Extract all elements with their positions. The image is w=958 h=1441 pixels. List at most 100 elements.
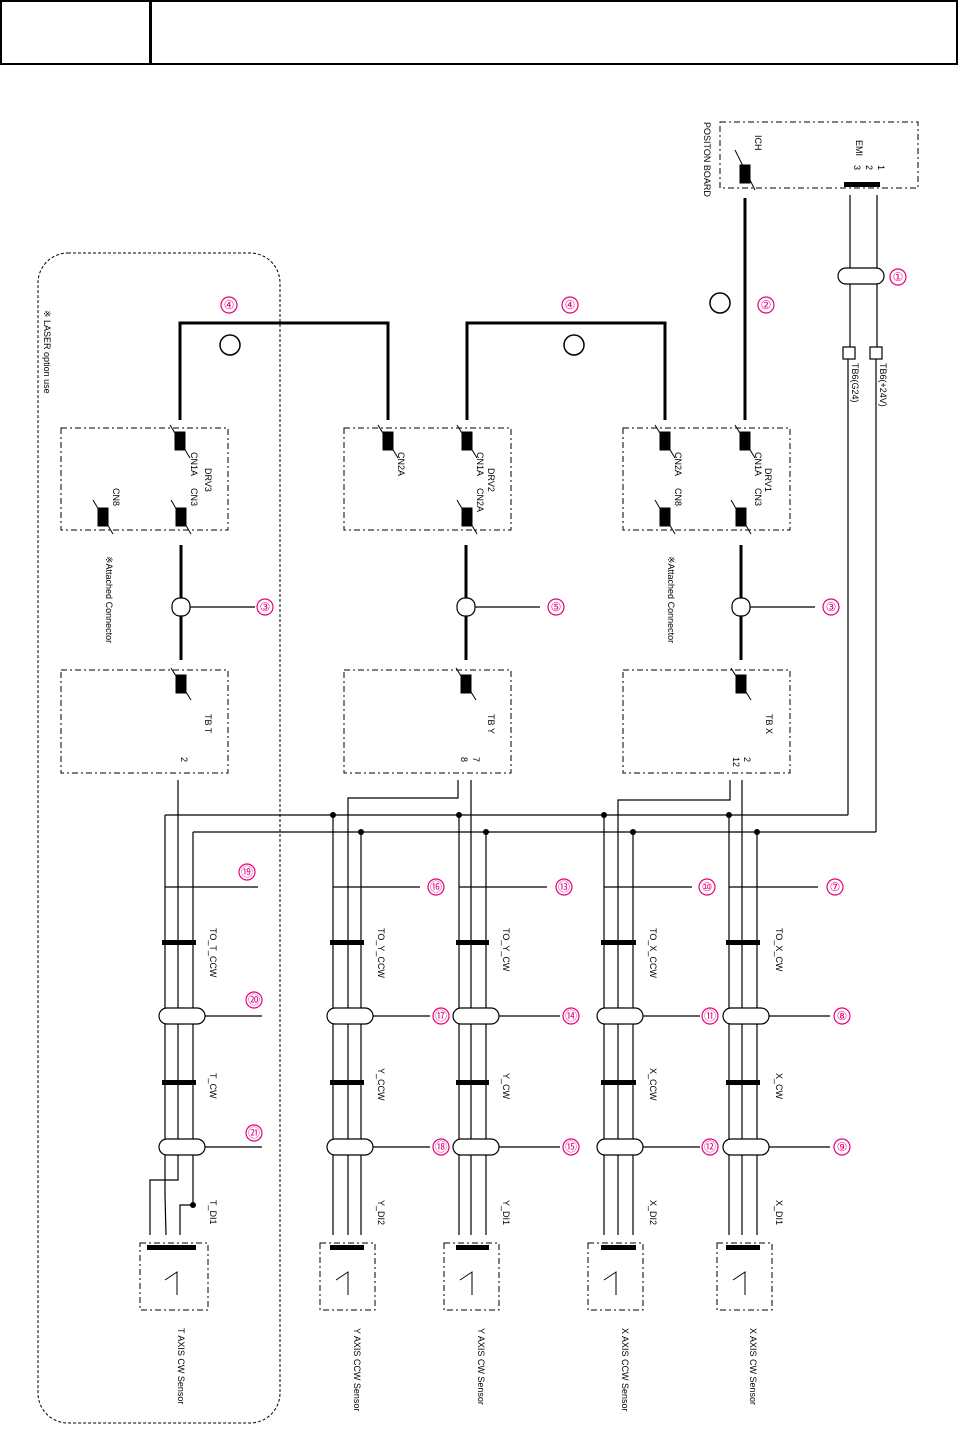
sensor-x-ccw-box (587, 1242, 644, 1311)
tby-box (343, 669, 512, 774)
drv2-cn1a: CN1A (475, 452, 485, 476)
sensor-x-cw-box (716, 1242, 773, 1311)
callout-3a: ③ (826, 600, 837, 614)
callout-2: ② (761, 298, 772, 312)
ich-label: ICH (753, 135, 763, 151)
drv2-label: DRV2 (486, 468, 496, 492)
drv1-cn3: CN3 (753, 488, 763, 506)
drv1-box (622, 427, 791, 531)
position-board-box (719, 121, 919, 189)
sensor-y-cw-label: Y AXIS CW Sensor (476, 1328, 486, 1405)
emi-pin-3: 3 (852, 165, 862, 170)
drv2-cn3: CN2A (475, 488, 485, 512)
callout-16: ⑯ (430, 880, 442, 894)
laser-note: ※ LASER option use (42, 310, 52, 394)
cable-4-drv1-drv2 (465, 321, 667, 420)
callout-9: ⑨ (837, 1140, 848, 1154)
drv2-box (343, 427, 512, 531)
branch-y-cw-end: Y_DI1 (501, 1200, 511, 1225)
header-table (0, 0, 958, 68)
callout-7: ⑦ (830, 880, 841, 894)
callout-20: ⑳ (248, 993, 260, 1007)
branch-x-cw-to: TO_X_CW (774, 928, 784, 972)
callout-ring-17 (432, 1007, 450, 1025)
callout-12: ⑫ (704, 1140, 716, 1154)
sensor-y-ccw-label: Y AXIS CCW Sensor (352, 1328, 362, 1411)
callout-18: ⑱ (435, 1140, 447, 1154)
callout-ring-10 (698, 878, 716, 896)
tbt-pin-2: 2 (179, 757, 189, 762)
emi-label: EMI (854, 140, 864, 156)
callout-ring-4b (220, 296, 238, 314)
drv1-cn2a: CN2A (673, 452, 683, 476)
drv2-cn2a: CN2A (396, 452, 406, 476)
callout-3b: ③ (260, 600, 271, 614)
branch-t-end: T_DI1 (208, 1200, 218, 1225)
emi-pin-1: 1 (876, 165, 886, 170)
branch-x-cw-end: X_DI1 (774, 1200, 784, 1225)
signal-symbol-4b (219, 334, 241, 356)
callout-17: ⑰ (435, 1009, 447, 1023)
callout-ring-14 (562, 1007, 580, 1025)
tby-pin-8: 8 (459, 757, 469, 762)
callout-ring-16 (427, 878, 445, 896)
callout-15: ⑮ (565, 1140, 577, 1154)
tb6-g24-label: TB6(G24) (850, 363, 860, 403)
emi-pin-2: 2 (864, 165, 874, 170)
signal-symbol-2 (709, 292, 731, 314)
branch-y-cw-to: TO_Y_CW (501, 928, 511, 972)
tby-label: TB Y (486, 714, 496, 734)
callout-ring-9 (833, 1138, 851, 1156)
callout-ring-4a (561, 296, 579, 314)
callout-10: ⑩ (702, 880, 713, 894)
callout-14: ⑭ (565, 1009, 577, 1023)
drv3-cn1a: CN1A (189, 452, 199, 476)
signal-symbol-4a (563, 334, 585, 356)
tbt-label: TB T (203, 714, 213, 734)
callout-8: ⑧ (837, 1009, 848, 1023)
callout-ring-7 (826, 878, 844, 896)
callout-ring-21 (245, 1124, 263, 1142)
branch-x-ccw-to: TO_X_CCW (648, 928, 658, 978)
callout-ring-8 (833, 1007, 851, 1025)
sensor-y-ccw-box (319, 1242, 376, 1311)
header-cell-right (149, 0, 958, 65)
callout-ring-1 (889, 268, 907, 286)
branch-x-ccw-mid: X_CCW (648, 1068, 658, 1101)
drv3-cn8: CN8 (111, 488, 121, 506)
branch-y-ccw-to: TO_Y_CCW (376, 928, 386, 978)
callout-19: ⑲ (241, 865, 253, 879)
branch-t-to: TO_T_CCW (208, 928, 218, 978)
branch-y-ccw-mid: Y_CCW (376, 1068, 386, 1101)
callout-ring-5 (547, 598, 565, 616)
callout-ring-12 (701, 1138, 719, 1156)
callout-21: ㉑ (248, 1126, 260, 1140)
tbx-box (622, 669, 791, 774)
callout-13: ⑬ (558, 880, 570, 894)
position-board-label: POSITON BOARD (702, 122, 712, 197)
sensor-t-cw-box (139, 1242, 209, 1311)
branch-t-mid: T_CW (208, 1073, 218, 1099)
sensor-x-cw-label: X AXIS CW Sensor (748, 1328, 758, 1405)
branch-x-ccw-end: X_DI2 (648, 1200, 658, 1225)
callout-4b: ④ (224, 298, 235, 312)
callout-5: ⑤ (551, 600, 562, 614)
callout-4a: ④ (565, 298, 576, 312)
callout-ring-13 (555, 878, 573, 896)
tbx-pin-12: 12 (731, 757, 741, 767)
branch-y-ccw-end: Y_DI2 (376, 1200, 386, 1225)
branch-x-cw-mid: X_CW (774, 1073, 784, 1100)
drv1-cn8: CN8 (673, 488, 683, 506)
callout-ring-2 (757, 296, 775, 314)
drv3-box (60, 427, 229, 531)
drv1-cn1a: CN1A (753, 452, 763, 476)
tbt-box (60, 669, 229, 774)
callout-ring-11 (701, 1007, 719, 1025)
sensor-y-cw-box (443, 1242, 500, 1311)
callout-ring-3b (256, 598, 274, 616)
drv3-attached-connector: ※Attached Connector (104, 556, 114, 643)
drv1-attached-connector: ※Attached Connector (666, 556, 676, 643)
callout-ring-20 (245, 991, 263, 1009)
tbx-pin-2: 2 (742, 757, 752, 762)
